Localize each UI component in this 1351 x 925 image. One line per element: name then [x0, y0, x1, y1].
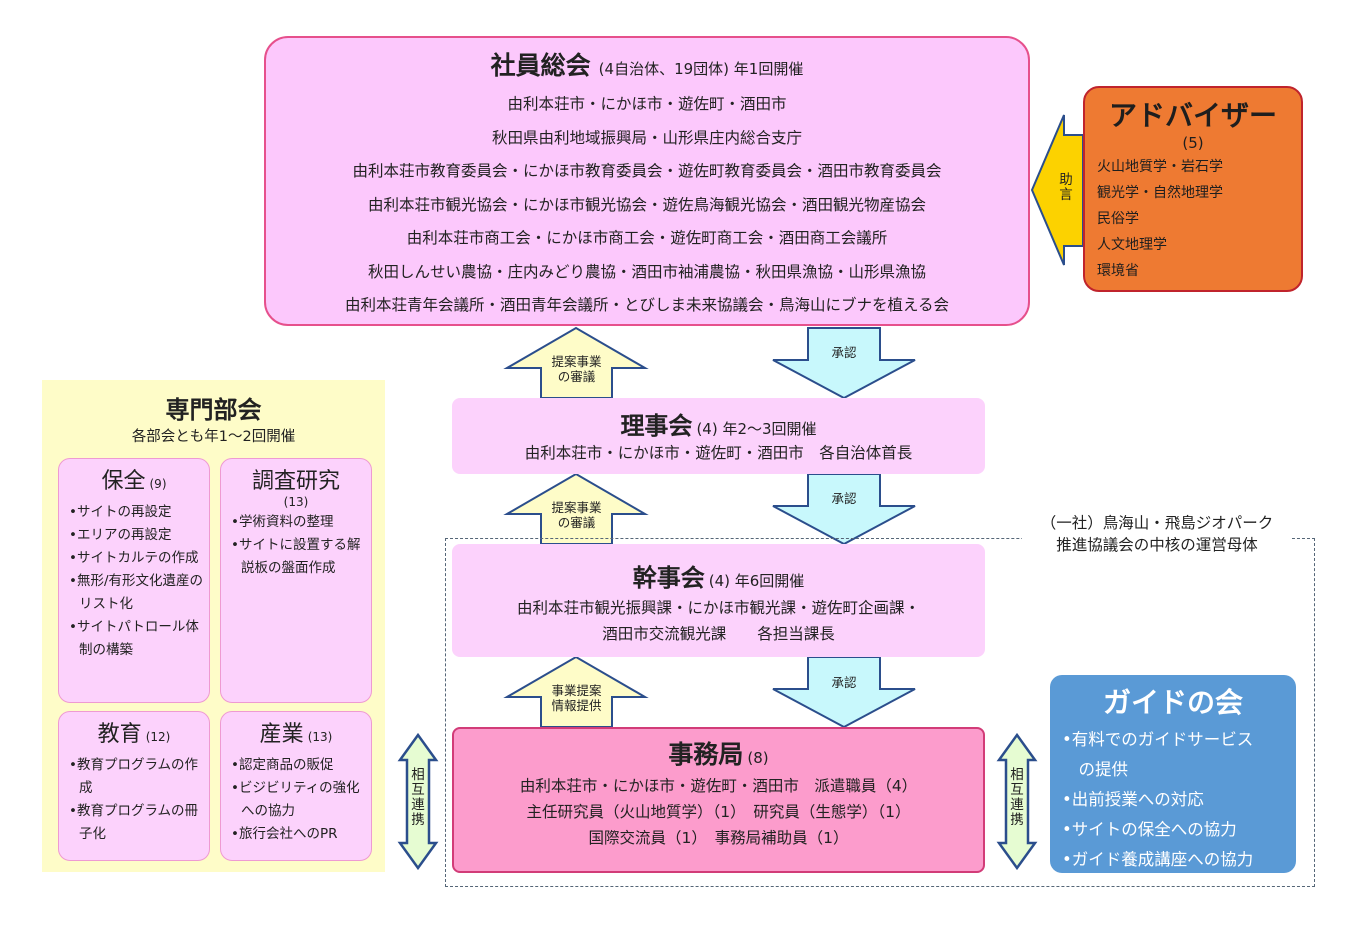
- executive-title: 幹事会: [632, 564, 705, 592]
- member-line: 由利本荘市観光協会・にかほ市観光協会・遊佐鳥海観光協会・酒田観光物産協会: [367, 195, 926, 214]
- approval-label-3: 承認: [831, 675, 857, 690]
- general-assembly-detail: (4自治体、19団体) 年1回開催: [598, 60, 804, 78]
- education-committee: 教育(12) •教育プログラムの作成 •教育プログラムの冊子化: [58, 711, 210, 861]
- executive-member-line: 由利本荘市観光振興課・にかほ市観光課・遊佐町企画課・: [516, 599, 920, 617]
- specialist-title: 専門部会: [165, 396, 262, 424]
- member-line: 由利本荘市・にかほ市・遊佐町・酒田市: [507, 95, 787, 113]
- education-title: 教育: [97, 722, 142, 747]
- general-assembly-title: 社員総会: [490, 51, 591, 80]
- guide-item: の提供: [1062, 760, 1129, 779]
- executive-detail: (4) 年6回開催: [708, 572, 805, 590]
- executive-box: 幹事会(4) 年6回開催 由利本荘市観光振興課・にかほ市観光課・遊佐町企画課・ …: [452, 544, 985, 657]
- conservation-committee: 保全(9) •サイトの再設定 •エリアの再設定 •サイトカルテの作成 •無形/有…: [58, 458, 210, 703]
- research-count: (13): [283, 495, 309, 509]
- general-assembly-box: 社員総会 (4自治体、19団体) 年1回開催 由利本荘市・にかほ市・遊佐町・酒田市…: [264, 36, 1030, 326]
- secretariat-member-line: 主任研究員（火山地質学）（1） 研究員（生態学）（1）: [526, 803, 911, 821]
- advisor-item: 火山地質学・岩石学: [1097, 159, 1223, 175]
- executive-member-line: 酒田市交流観光課 各担当課長: [602, 625, 835, 643]
- advisor-item: 人文地理学: [1097, 237, 1167, 253]
- research-committee: 調査研究 (13) •学術資料の整理 •サイトに設置する解説板の盤面作成: [220, 458, 372, 703]
- proposal-arrow-1: [503, 326, 649, 399]
- mutual-arrow-right: [996, 732, 1038, 871]
- approval-arrow-3: [772, 656, 916, 729]
- guide-title: ガイドの会: [1102, 686, 1243, 719]
- guide-association-box: ガイドの会 •有料でのガイドサービス の提供 •出前授業への対応 •サイトの保全…: [1050, 675, 1296, 873]
- proposal-review-label-2: 提案事業 の審議: [541, 500, 612, 530]
- guide-item: •出前授業への対応: [1062, 790, 1204, 809]
- core-body-label: （一社）鳥海山・飛島ジオパーク 推進協議会の中核の運営母体: [1022, 512, 1292, 556]
- education-count: (12): [145, 730, 171, 744]
- member-line: 由利本荘市教育委員会・にかほ市教育委員会・遊佐町教育委員会・酒田市教育委員会: [352, 162, 942, 180]
- approval-label-2: 承認: [831, 491, 857, 506]
- advisors-count: (5): [1182, 134, 1204, 152]
- board-members: 由利本荘市・にかほ市・遊佐町・酒田市 各自治体首長: [524, 444, 913, 462]
- secretariat-member-line: 国際交流員（1） 事務局補助員（1）: [588, 829, 849, 847]
- guide-item: •サイトの保全への協力: [1062, 820, 1237, 839]
- core-body-label-line: 推進協議会の中核の運営母体: [1056, 536, 1258, 554]
- advisors-box: アドバイザー (5) 火山地質学・岩石学 観光学・自然地理学 民俗学 人文地理学…: [1083, 86, 1303, 292]
- industry-count: (13): [307, 730, 333, 744]
- proposal-arrow-2: [503, 472, 649, 545]
- arrow-label-line: 提案事業: [551, 500, 602, 515]
- conservation-count: (9): [149, 477, 167, 491]
- member-line: 由利本荘市商工会・にかほ市商工会・遊佐町商工会・酒田商工会議所: [406, 229, 888, 247]
- mutual-label-left: 相互連携: [411, 767, 425, 828]
- advisor-item: 民俗学: [1097, 211, 1139, 227]
- committee-item: •学術資料の整理: [231, 514, 334, 530]
- arrow-label-line: 事業提案: [551, 683, 602, 698]
- secretariat-member-line: 由利本荘市・にかほ市・遊佐町・酒田市 派遣職員（4）: [519, 777, 918, 795]
- advisors-title: アドバイザー: [1108, 99, 1277, 132]
- arrow-label-line: の審議: [557, 369, 596, 384]
- advice-arrow: [1030, 114, 1084, 266]
- secretariat-detail: (8): [747, 749, 769, 767]
- arrow-label-line: 提案事業: [551, 354, 602, 369]
- secretariat-title: 事務局: [668, 740, 744, 769]
- advice-label: 助言: [1059, 172, 1073, 203]
- advisor-item: 環境省: [1097, 263, 1139, 279]
- board-detail: (4) 年2～3回開催: [696, 420, 817, 438]
- specialist-subtitle: 各部会とも年1～2回開催: [131, 429, 296, 445]
- core-body-region: [445, 538, 1315, 887]
- approval-arrow-1: [772, 327, 916, 400]
- board-box: 理事会(4) 年2～3回開催 由利本荘市・にかほ市・遊佐町・酒田市 各自治体首長: [452, 398, 985, 474]
- mutual-arrow-left: [397, 732, 439, 871]
- committee-item: •エリアの再設定: [69, 527, 172, 543]
- committee-item: •サイトカルテの作成: [69, 550, 199, 566]
- committee-item: •サイトに設置する解説板の盤面作成: [231, 537, 361, 576]
- guide-item: •有料でのガイドサービス: [1062, 730, 1254, 749]
- member-line: 由利本荘青年会議所・酒田青年会議所・とびしま未来協議会・鳥海山にブナを植える会: [344, 296, 950, 314]
- secretariat-box: 事務局(8) 由利本荘市・にかほ市・遊佐町・酒田市 派遣職員（4） 主任研究員（…: [452, 727, 985, 873]
- research-title: 調査研究: [251, 469, 340, 494]
- approval-label-1: 承認: [831, 345, 857, 360]
- committee-item: •教育プログラムの作成: [69, 757, 199, 796]
- committee-item: •認定商品の販促: [231, 757, 334, 773]
- approval-arrow-2: [772, 473, 916, 546]
- proposal-review-label-1: 提案事業 の審議: [541, 354, 612, 384]
- committee-item: •サイトの再設定: [69, 504, 172, 520]
- industry-committee: 産業(13) •認定商品の販促 •ビジビリティの強化への協力 •旅行会社へのPR: [220, 711, 372, 861]
- board-title: 理事会: [620, 412, 693, 440]
- mutual-label-right: 相互連携: [1010, 767, 1024, 828]
- committee-item: •無形/有形文化遺産のリスト化: [69, 573, 204, 612]
- business-proposal-label: 事業提案 情報提供: [541, 683, 612, 713]
- committee-item: •ビジビリティの強化への協力: [231, 780, 360, 819]
- arrow-label-line: 情報提供: [551, 698, 602, 713]
- core-body-label-line: （一社）鳥海山・飛島ジオパーク: [1040, 514, 1274, 532]
- member-line: 秋田県由利地域振興局・山形県庄内総合支庁: [491, 128, 802, 147]
- arrow-label-line: の審議: [557, 515, 596, 530]
- committee-item: •旅行会社へのPR: [231, 826, 338, 842]
- committee-item: •サイトパトロール体制の構築: [69, 619, 199, 658]
- guide-item: •ガイド養成講座への協力: [1062, 850, 1254, 869]
- industry-title: 産業: [259, 722, 304, 747]
- committee-item: •教育プログラムの冊子化: [69, 803, 199, 842]
- conservation-title: 保全: [101, 469, 146, 494]
- advisor-item: 観光学・自然地理学: [1097, 185, 1223, 201]
- member-line: 秋田しんせい農協・庄内みどり農協・酒田市袖浦農協・秋田県漁協・山形県漁協: [367, 262, 926, 281]
- business-proposal-arrow: [503, 655, 649, 728]
